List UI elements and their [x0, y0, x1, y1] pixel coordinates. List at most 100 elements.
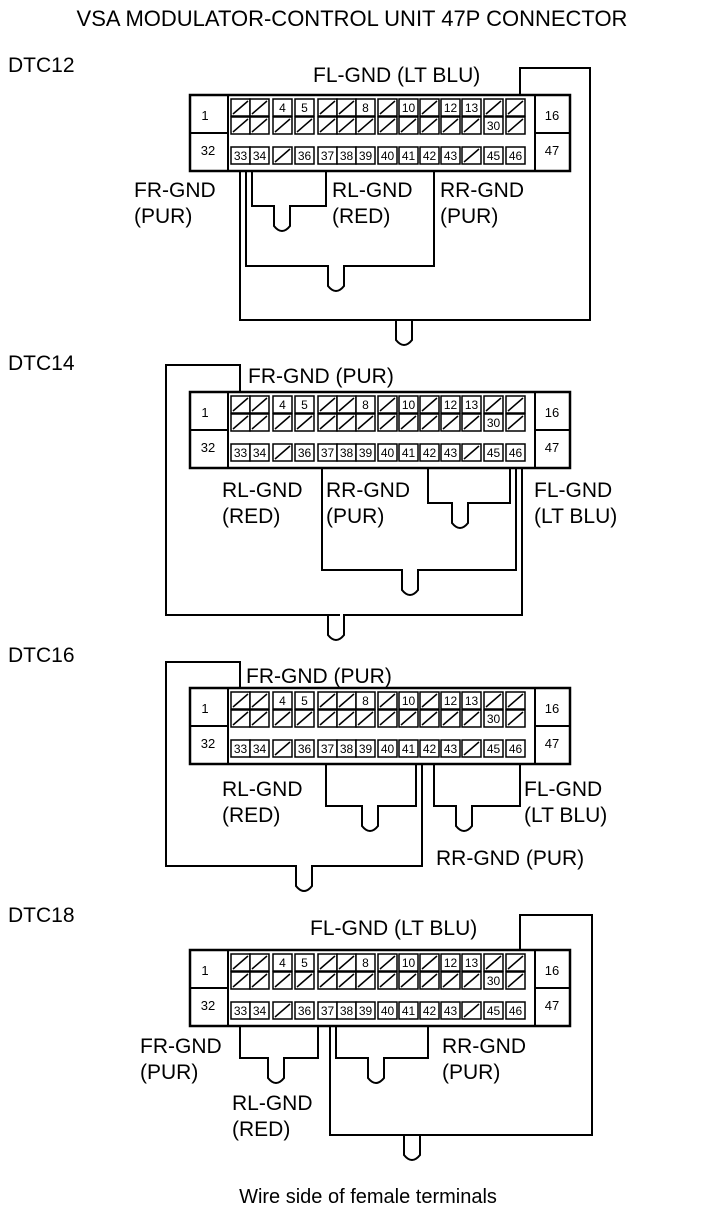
terminal-number: 33: [234, 149, 248, 163]
terminal-number: 42: [423, 149, 437, 163]
dtc-code: DTC16: [8, 644, 75, 667]
fr-gnd-label: FR-GND(PUR): [134, 179, 216, 228]
empty-terminal-slash: [379, 415, 396, 430]
terminal-number: 46: [509, 742, 523, 756]
empty-terminal-slash: [319, 973, 336, 988]
terminal-number: 39: [359, 446, 373, 460]
empty-terminal-slash: [274, 415, 291, 430]
terminal-cell: [398, 146, 419, 165]
rl-gnd-label-line: RL-GND: [222, 479, 303, 502]
terminal-number: 45: [487, 446, 501, 460]
terminal-number: 40: [381, 149, 395, 163]
empty-terminal-slash: [485, 693, 502, 708]
terminal-cell: [505, 739, 526, 758]
terminal-cell: [377, 739, 398, 758]
empty-terminal-slash: [251, 711, 268, 726]
empty-terminal-slash: [379, 711, 396, 726]
fl-gnd-label: FL-GND(LT BLU): [534, 479, 617, 528]
empty-terminal-slash: [507, 955, 524, 970]
rr-gnd-label: RR-GND(PUR): [442, 1035, 526, 1084]
pin-label: 47: [545, 998, 559, 1013]
fl-gnd-label-line: FL-GND: [524, 778, 602, 801]
pin-label: 1: [201, 108, 208, 123]
rr-gnd-label-line: RR-GND (PUR): [436, 847, 584, 870]
terminal-number: 38: [340, 446, 354, 460]
terminal-number: 10: [402, 956, 416, 970]
terminal-cell: [355, 146, 376, 165]
empty-terminal-slash: [296, 118, 313, 133]
empty-terminal-slash: [442, 711, 459, 726]
terminal-number: 8: [362, 398, 369, 412]
dtc-code: DTC12: [8, 54, 75, 77]
terminal-cell: [440, 146, 461, 165]
empty-terminal-slash: [485, 397, 502, 412]
rl-gnd-label-line: (RED): [222, 505, 280, 528]
terminal-cell: [355, 953, 376, 972]
terminal-number: 30: [487, 712, 501, 726]
terminal-number: 12: [444, 101, 458, 115]
rr-gnd-label: RR-GND (PUR): [436, 847, 584, 870]
terminal-cell: [440, 98, 461, 117]
terminal-number: 36: [298, 742, 312, 756]
terminal-number: 43: [444, 742, 458, 756]
rr-gnd-label-line: RR-GND: [440, 179, 524, 202]
empty-terminal-slash: [232, 693, 249, 708]
fl-gnd-label: FL-GND (LT BLU): [313, 64, 480, 87]
dtc-code: DTC14: [8, 352, 75, 375]
terminal-number: 34: [253, 1004, 267, 1018]
rl-gnd-label-line: RL-GND: [332, 179, 413, 202]
terminal-number: 34: [253, 742, 267, 756]
terminal-number: 46: [509, 149, 523, 163]
empty-terminal-slash: [274, 973, 291, 988]
fr-gnd-label-line: FR-GND (PUR): [246, 665, 392, 688]
empty-terminal-slash: [379, 100, 396, 115]
terminal-number: 40: [381, 1004, 395, 1018]
terminal-cell: [440, 691, 461, 710]
wire-rr-fl: [427, 464, 511, 529]
terminal-number: 8: [362, 694, 369, 708]
wire-fr-rr: [245, 167, 435, 292]
empty-terminal-slash: [463, 1003, 480, 1018]
empty-terminal-slash: [507, 397, 524, 412]
terminal-cell: [440, 1001, 461, 1020]
rr-gnd-label-line: RR-GND: [326, 479, 410, 502]
terminal-cell: [355, 1001, 376, 1020]
terminal-number: 5: [301, 101, 308, 115]
terminal-cell: [355, 98, 376, 117]
terminal-cell: [294, 953, 315, 972]
wire-rl-rr: [325, 760, 417, 832]
terminal-cell: [272, 98, 293, 117]
empty-terminal-slash: [319, 693, 336, 708]
empty-terminal-slash: [379, 693, 396, 708]
empty-terminal-slash: [274, 711, 291, 726]
empty-terminal-slash: [319, 711, 336, 726]
terminal-number: 37: [321, 742, 335, 756]
wire-fr-rr: [165, 661, 423, 892]
empty-terminal-slash: [357, 711, 374, 726]
fl-gnd-label: FL-GND (LT BLU): [310, 917, 477, 940]
terminal-number: 43: [444, 149, 458, 163]
terminal-number: 4: [279, 398, 286, 412]
terminal-number: 34: [253, 446, 267, 460]
rr-gnd-label-line: RR-GND: [442, 1035, 526, 1058]
terminal-number: 45: [487, 742, 501, 756]
empty-terminal-slash: [442, 118, 459, 133]
terminal-number: 33: [234, 742, 248, 756]
rl-gnd-label-line: RL-GND: [222, 778, 303, 801]
empty-terminal-slash: [463, 118, 480, 133]
empty-terminal-slash: [319, 100, 336, 115]
empty-terminal-slash: [400, 118, 417, 133]
empty-terminal-slash: [251, 397, 268, 412]
terminal-cell: [440, 953, 461, 972]
terminal-cell: [249, 146, 270, 165]
empty-terminal-slash: [421, 973, 438, 988]
empty-terminal-slash: [421, 397, 438, 412]
empty-terminal-slash: [357, 973, 374, 988]
empty-terminal-slash: [251, 100, 268, 115]
empty-terminal-slash: [319, 955, 336, 970]
empty-terminal-slash: [421, 955, 438, 970]
terminal-number: 10: [402, 101, 416, 115]
empty-terminal-slash: [507, 415, 524, 430]
